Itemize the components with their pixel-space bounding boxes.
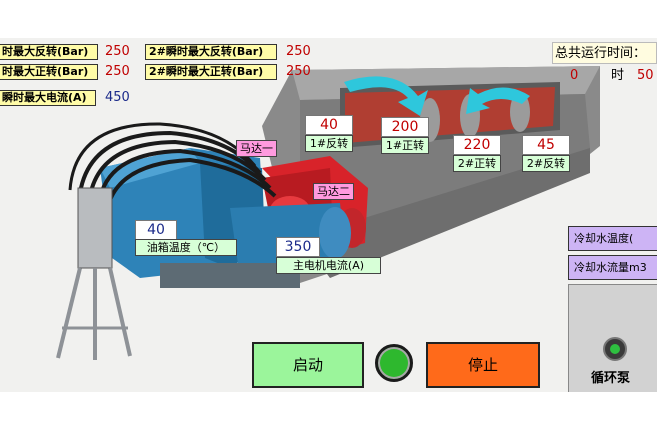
runtime-hours-value: 0 [570, 68, 579, 83]
param-label-2-max-reverse: 2#瞬时最大反转(Bar) [145, 44, 277, 60]
param-value-max-reverse: 250 [105, 44, 130, 59]
runtime-label: 总共运行时间： [552, 42, 657, 64]
param-label-2-max-forward: 2#瞬时最大正转(Bar) [145, 64, 277, 80]
cooling-water-flow-button[interactable]: 冷却水流量m3 [568, 255, 657, 280]
start-button[interactable]: 启动 [252, 342, 364, 388]
oil-temp-value: 40 [135, 220, 177, 240]
param-label-max-reverse: 时最大反转(Bar) [0, 44, 98, 60]
runtime-minutes-value: 50 [637, 68, 654, 83]
roller-1-reverse-label: 1#反转 [305, 135, 353, 152]
bottom-blank-strip [0, 392, 657, 438]
param-value-2-max-forward: 250 [286, 64, 311, 79]
motor-current-label: 主电机电流(A) [276, 257, 381, 274]
param-value-max-forward: 250 [105, 64, 130, 79]
pump-label: 循环泵 [591, 371, 631, 386]
pump-icon [603, 337, 627, 361]
param-value-2-max-reverse: 250 [286, 44, 311, 59]
motor-1-label: 马达一 [236, 140, 277, 157]
stop-button[interactable]: 停止 [426, 342, 540, 388]
param-label-max-forward: 时最大正转(Bar) [0, 64, 98, 80]
param-label-max-current: 瞬时最大电流(A) [0, 90, 96, 106]
roller-1-forward-value: 200 [381, 117, 429, 137]
circulation-pump-panel[interactable]: 循环泵 [568, 284, 657, 392]
roller-1-forward-label: 1#正转 [381, 137, 429, 154]
cooling-water-temp-button[interactable]: 冷却水温度( [568, 226, 657, 251]
roller-1-reverse-value: 40 [305, 115, 353, 135]
roller-2-forward-label: 2#正转 [453, 155, 501, 172]
runtime-hours-unit: 时 [611, 68, 625, 83]
roller-2-reverse-label: 2#反转 [522, 155, 570, 172]
crusher-machine-illustration [56, 66, 600, 360]
motor-2-label: 马达二 [313, 183, 354, 200]
roller-2-reverse-value: 45 [522, 135, 570, 155]
running-indicator-light [375, 344, 413, 382]
hmi-panel: 时最大反转(Bar) 250 时最大正转(Bar) 250 2#瞬时最大反转(B… [0, 38, 657, 392]
oil-temp-label: 油箱温度（℃） [135, 239, 237, 256]
top-blank-strip [0, 0, 657, 38]
motor-current-value: 350 [276, 237, 320, 257]
param-value-max-current: 450 [105, 90, 130, 105]
roller-2-forward-value: 220 [453, 135, 501, 155]
